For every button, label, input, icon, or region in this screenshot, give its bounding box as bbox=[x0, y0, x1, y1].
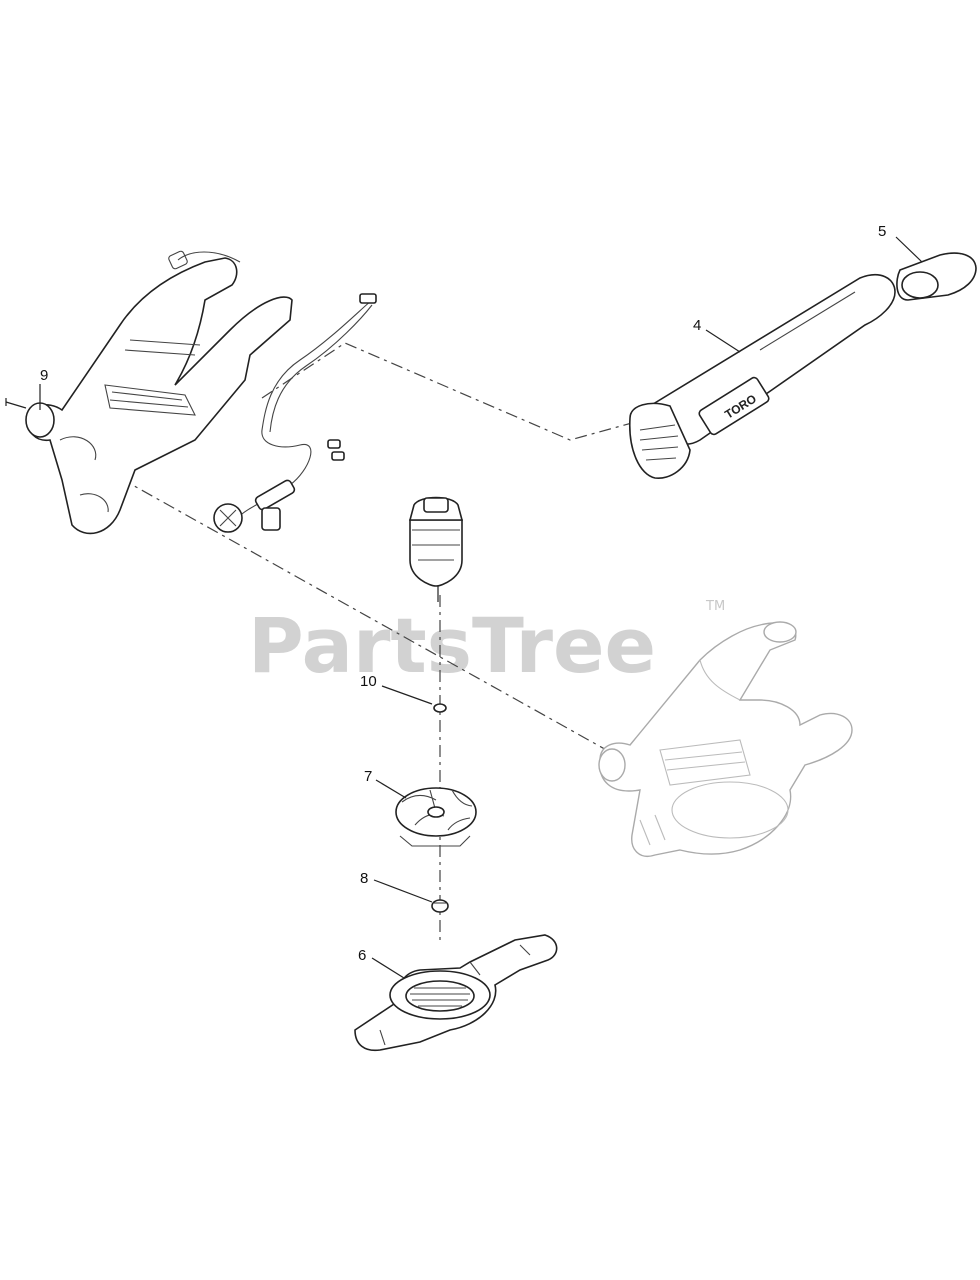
callout-5: 5 bbox=[878, 223, 886, 240]
wire-harness[interactable] bbox=[213, 293, 377, 533]
housing-to-assembly-line bbox=[119, 477, 611, 753]
callout-10: 10 bbox=[360, 673, 377, 690]
leader-10 bbox=[381, 685, 433, 705]
leader-6 bbox=[371, 957, 405, 979]
reference-boss bbox=[598, 748, 626, 782]
leader-lines bbox=[39, 236, 923, 979]
housing-half[interactable] bbox=[25, 250, 293, 535]
housing-top-rim bbox=[177, 251, 241, 263]
leader-4 bbox=[705, 329, 741, 353]
base-arm-ribs bbox=[469, 944, 531, 976]
callouts: 5 4 9 10 7 8 6 bbox=[40, 223, 886, 964]
motor[interactable] bbox=[408, 496, 464, 603]
housing-grille-lines bbox=[109, 391, 189, 408]
housing-ribs bbox=[124, 339, 201, 356]
housing-grille bbox=[104, 384, 196, 416]
leader-7 bbox=[375, 779, 407, 799]
motor-brush-housing bbox=[423, 497, 449, 513]
tube-inlet-slats bbox=[639, 424, 679, 461]
nozzle-opening bbox=[901, 271, 939, 299]
reference-handle-end bbox=[763, 621, 797, 643]
reference-assembly bbox=[598, 621, 853, 857]
tube-crease bbox=[759, 291, 856, 351]
blower-tube-4[interactable]: TORO bbox=[629, 274, 896, 479]
nut-8-shape bbox=[431, 899, 449, 913]
plug-connector bbox=[261, 507, 281, 531]
impeller-cover-6[interactable] bbox=[354, 934, 558, 1052]
leader-5 bbox=[895, 236, 923, 263]
leader-8 bbox=[373, 879, 433, 903]
housing-clip bbox=[168, 250, 188, 270]
nozzle-5[interactable] bbox=[896, 252, 977, 301]
motor-body bbox=[409, 519, 463, 587]
callout-4: 4 bbox=[693, 317, 701, 334]
reference-body bbox=[599, 622, 853, 857]
callout-7: 7 bbox=[364, 768, 372, 785]
tube-logo-plate bbox=[698, 376, 770, 436]
wire-lead-b bbox=[269, 304, 373, 433]
reference-handle-curve bbox=[699, 659, 741, 701]
impeller-skirt bbox=[399, 835, 471, 847]
base-tab bbox=[379, 1029, 386, 1046]
impeller-7[interactable] bbox=[395, 787, 477, 847]
callout-6: 6 bbox=[358, 947, 366, 964]
reference-bottom-ring bbox=[671, 781, 789, 839]
callout-8: 8 bbox=[360, 870, 368, 887]
motor-windings bbox=[412, 529, 460, 561]
wire-terminal bbox=[359, 293, 377, 304]
watermark-trademark: TM bbox=[705, 599, 725, 614]
nut-10-shape bbox=[433, 703, 447, 713]
screw-body bbox=[5, 401, 27, 409]
housing-to-tube-line bbox=[261, 342, 651, 441]
housing-inner-curve bbox=[59, 436, 97, 461]
switch-knob-detail bbox=[219, 509, 237, 527]
callout-9: 9 bbox=[40, 367, 48, 384]
housing-lower-curve bbox=[79, 493, 109, 513]
wire-strain-relief bbox=[254, 479, 296, 511]
tube-body bbox=[638, 274, 896, 445]
tube-inlet bbox=[629, 402, 691, 479]
impeller-hub bbox=[427, 806, 445, 818]
watermark-text: PartsTree bbox=[248, 601, 656, 690]
reference-grille-lines bbox=[664, 751, 746, 771]
housing-outline bbox=[27, 257, 293, 535]
alignment-lines bbox=[119, 342, 651, 940]
screw-9[interactable] bbox=[5, 398, 27, 409]
base-grate-bars bbox=[410, 987, 470, 1007]
reference-tab bbox=[639, 814, 666, 846]
wire-nut-a bbox=[327, 439, 341, 449]
nut-10[interactable] bbox=[433, 703, 447, 713]
nut-8[interactable] bbox=[431, 899, 449, 913]
reference-grille bbox=[659, 739, 751, 786]
wire-nut-b bbox=[331, 451, 345, 461]
watermark: PartsTree TM bbox=[248, 599, 725, 690]
